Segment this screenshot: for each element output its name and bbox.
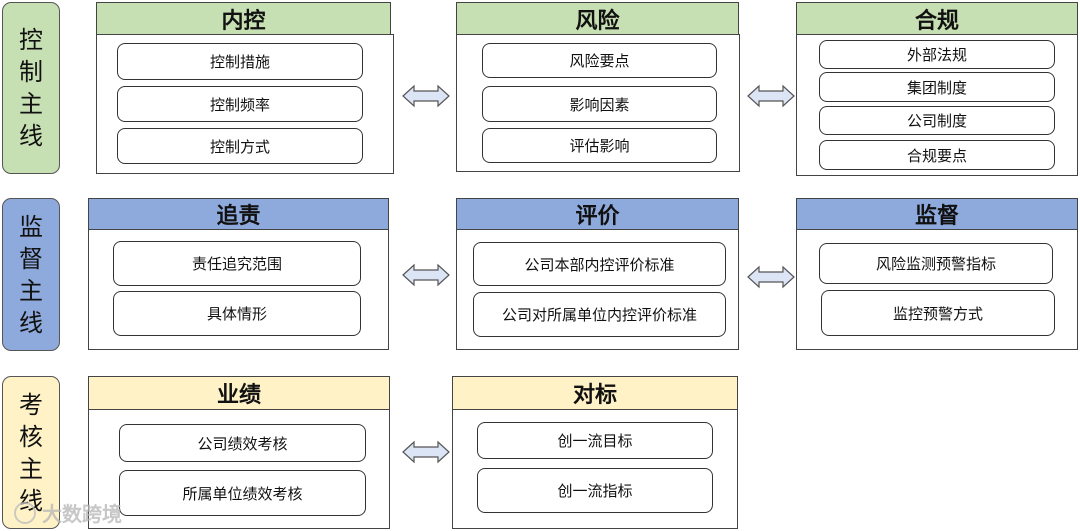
title-supervision: 监督 <box>796 198 1078 230</box>
double-arrow-icon <box>401 84 451 108</box>
list-item: 评估影响 <box>482 128 717 163</box>
side-label-supervision: 监督主线 <box>2 198 60 351</box>
list-item: 集团制度 <box>819 72 1055 102</box>
list-item: 影响因素 <box>482 86 717 122</box>
list-item: 创一流指标 <box>477 468 713 513</box>
double-arrow-icon <box>746 265 796 289</box>
watermark-text: 大数跨境 <box>42 502 122 526</box>
side-label-text: 控制主线 <box>19 26 43 150</box>
double-arrow-icon <box>401 440 451 464</box>
list-item: 合规要点 <box>819 140 1055 170</box>
double-arrow-icon <box>401 263 451 287</box>
list-item: 风险要点 <box>482 43 717 78</box>
side-label-control: 控制主线 <box>2 2 60 174</box>
list-item: 公司对所属单位内控评价标准 <box>473 292 726 337</box>
list-item: 公司制度 <box>819 106 1055 135</box>
title-internal-control: 内控 <box>96 2 391 35</box>
list-item: 控制措施 <box>117 43 363 80</box>
title-compliance: 合规 <box>796 2 1078 35</box>
list-item: 责任追究范围 <box>113 241 361 286</box>
watermark: 大数跨境 <box>14 498 122 527</box>
list-item: 控制方式 <box>117 128 363 164</box>
list-item: 创一流目标 <box>477 422 713 459</box>
side-label-text: 监督主线 <box>19 212 43 337</box>
list-item: 外部法规 <box>819 40 1055 69</box>
list-item: 控制频率 <box>117 86 363 122</box>
title-performance: 业绩 <box>88 376 390 410</box>
double-arrow-icon <box>746 84 796 108</box>
list-item: 公司本部内控评价标准 <box>473 242 726 286</box>
watermark-logo-icon <box>14 501 36 524</box>
list-item: 具体情形 <box>113 291 361 336</box>
list-item: 监控预警方式 <box>821 290 1055 336</box>
list-item: 风险监测预警指标 <box>819 243 1053 284</box>
title-evaluation: 评价 <box>456 198 739 230</box>
list-item: 公司绩效考核 <box>119 424 366 462</box>
title-risk: 风险 <box>456 2 739 35</box>
title-benchmark: 对标 <box>452 376 738 410</box>
title-accountability: 追责 <box>88 198 389 230</box>
list-item: 所属单位绩效考核 <box>119 470 366 516</box>
side-label-assessment: 考核主线 <box>2 376 60 529</box>
